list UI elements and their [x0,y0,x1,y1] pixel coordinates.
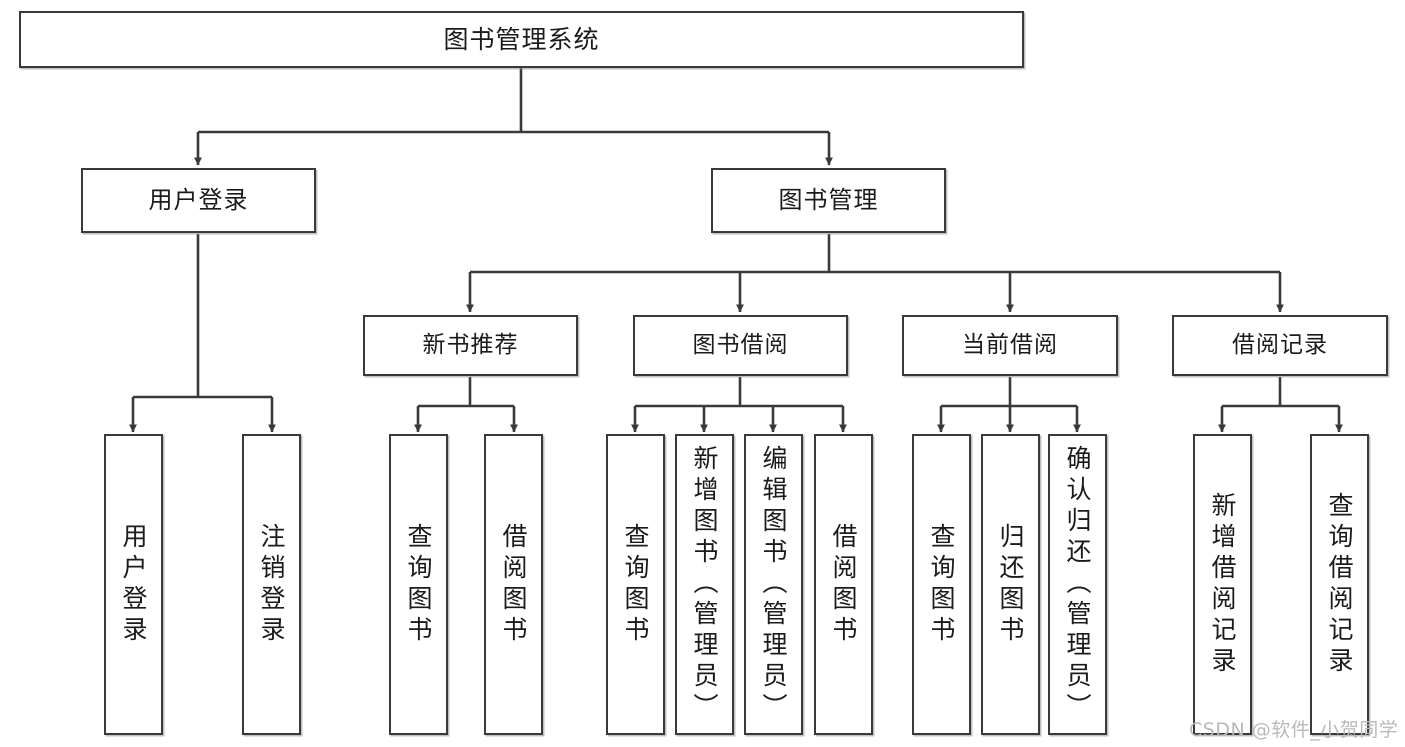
leaf-borrow-record-query-label: 查询借阅记录 [1325,491,1354,678]
leaf-book-borrow-edit[interactable]: 编辑图书（管理员） [744,434,803,735]
csdn-watermark-text: CSDN @软件_小贺同学 [1189,719,1399,741]
leaf-user-login-login[interactable]: 用户登录 [104,434,163,735]
csdn-watermark: CSDN @软件_小贺同学 [1189,715,1398,742]
leaf-new-book-borrow-label: 借阅图书 [499,522,528,647]
node-current-borrow-label: 当前借阅 [962,331,1058,358]
leaf-new-book-query[interactable]: 查询图书 [389,434,448,735]
leaf-borrow-record-add[interactable]: 新增借阅记录 [1193,434,1252,735]
node-root-label: 图书管理系统 [443,24,600,54]
node-borrow-record[interactable]: 借阅记录 [1172,315,1388,376]
leaf-user-login-login-label: 用户登录 [119,522,148,647]
node-root-book-management-system[interactable]: 图书管理系统 [19,11,1024,68]
leaf-new-book-borrow[interactable]: 借阅图书 [484,434,543,735]
leaf-book-borrow-add-label: 新增图书（管理员） [690,445,719,724]
node-user-login-label: 用户登录 [148,186,249,215]
leaf-current-borrow-confirm-return[interactable]: 确认归还（管理员） [1048,434,1107,735]
node-new-book-recommend-label: 新书推荐 [422,331,519,358]
node-book-management-label: 图书管理 [778,186,879,215]
leaf-new-book-query-label: 查询图书 [404,522,433,647]
leaf-book-borrow-edit-label: 编辑图书（管理员） [759,445,788,724]
leaf-book-borrow-add[interactable]: 新增图书（管理员） [675,434,734,735]
leaf-current-borrow-query[interactable]: 查询图书 [912,434,971,735]
node-current-borrow[interactable]: 当前借阅 [902,315,1118,376]
leaf-book-borrow-borrow-label: 借阅图书 [829,522,858,647]
leaf-current-borrow-query-label: 查询图书 [927,522,956,647]
leaf-book-borrow-borrow[interactable]: 借阅图书 [814,434,873,735]
leaf-current-borrow-return[interactable]: 归还图书 [981,434,1040,735]
node-new-book-recommend[interactable]: 新书推荐 [363,315,578,376]
leaf-borrow-record-add-label: 新增借阅记录 [1208,491,1237,678]
leaf-book-borrow-query-label: 查询图书 [621,522,650,647]
leaf-user-login-logout-label: 注销登录 [257,522,286,647]
node-user-login[interactable]: 用户登录 [81,168,316,233]
leaf-user-login-logout[interactable]: 注销登录 [242,434,301,735]
leaf-current-borrow-confirm-return-label: 确认归还（管理员） [1063,445,1092,724]
leaf-borrow-record-query[interactable]: 查询借阅记录 [1310,434,1369,735]
node-book-borrow[interactable]: 图书借阅 [633,315,848,376]
node-book-management[interactable]: 图书管理 [711,168,946,233]
node-borrow-record-label: 借阅记录 [1232,331,1328,358]
node-book-borrow-label: 图书借阅 [692,331,789,358]
leaf-book-borrow-query[interactable]: 查询图书 [606,434,665,735]
leaf-current-borrow-return-label: 归还图书 [996,522,1025,647]
